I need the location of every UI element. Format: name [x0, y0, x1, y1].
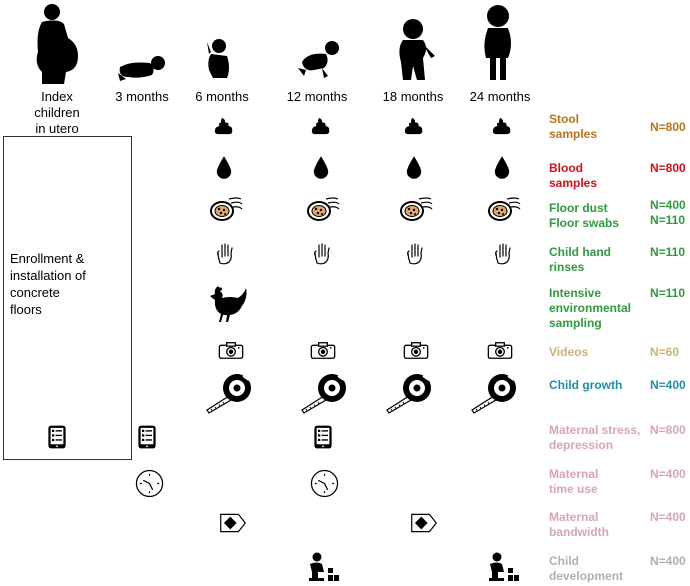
row-n-floor: N=400 N=110: [650, 198, 686, 227]
row-n-growth: N=400: [650, 378, 686, 392]
sponge-icon: [399, 195, 433, 223]
infant-lying-icon: [118, 56, 165, 81]
timepoint-in-utero: Index children in utero: [34, 89, 80, 136]
row-label-bandwidth: Maternal bandwidth: [549, 510, 609, 539]
row-n-maternal-stress: N=800: [650, 423, 686, 437]
tape-measure-icon: [300, 372, 348, 414]
camera-icon: [310, 341, 336, 360]
row-label-blood: Blood samples: [549, 161, 598, 190]
row-label-stool: Stool samples: [549, 112, 598, 141]
hand-icon: [312, 243, 332, 265]
row-n-time-use: N=400: [650, 467, 686, 481]
row-n-env-sampling: N=110: [650, 286, 686, 300]
blood-drop-icon: [215, 155, 233, 179]
tablet-icon: [313, 424, 333, 450]
row-n-hand-rinses: N=110: [650, 245, 686, 259]
row-n-blood: N=800: [650, 161, 686, 175]
chicken-icon: [208, 284, 248, 324]
camera-icon: [218, 341, 244, 360]
tag-icon: [219, 513, 247, 533]
stool-icon: [491, 117, 513, 135]
row-label-time-use: Maternal time use: [549, 467, 599, 496]
row-n-videos: N=60: [650, 345, 680, 359]
row-label-videos: Videos: [549, 345, 589, 359]
toddler-standing-icon: [484, 5, 511, 80]
row-n-bandwidth: N=400: [650, 510, 686, 524]
row-label-maternal-stress: Maternal stress, depression: [549, 423, 641, 452]
tape-measure-icon: [470, 372, 518, 414]
row-n-stool: N=800: [650, 120, 686, 134]
camera-icon: [487, 341, 513, 360]
toddler-walking-icon: [399, 19, 435, 80]
hand-icon: [493, 243, 513, 265]
sponge-icon: [209, 195, 243, 223]
tag-icon: [410, 513, 438, 533]
baby-sitting-icon: [207, 39, 229, 78]
clock-icon: [310, 469, 339, 498]
tape-measure-icon: [385, 372, 433, 414]
hand-icon: [405, 243, 425, 265]
row-label-env-sampling: Intensive environmental sampling: [549, 286, 632, 330]
row-label-floor: Floor dust Floor swabs: [549, 201, 620, 230]
stool-icon: [310, 117, 332, 135]
enrollment-label: Enrollment & installation of concrete fl…: [10, 251, 86, 317]
baby-crawling-icon: [298, 41, 339, 78]
clock-icon: [135, 469, 164, 498]
row-label-growth: Child growth: [549, 378, 623, 392]
timepoint-18-months: 18 months: [382, 89, 444, 104]
sponge-icon: [306, 195, 340, 223]
child-blocks-icon: [308, 552, 340, 582]
tablet-icon: [47, 424, 67, 450]
enrollment-box: [3, 136, 132, 460]
timepoint-6-months: 6 months: [195, 89, 249, 104]
tablet-icon: [137, 424, 157, 450]
camera-icon: [403, 341, 429, 360]
blood-drop-icon: [405, 155, 423, 179]
row-label-child-dev: Child development: [549, 554, 624, 583]
timepoint-3-months: 3 months: [115, 89, 169, 104]
timepoint-24-months: 24 months: [469, 89, 531, 104]
sponge-icon: [487, 195, 521, 223]
pregnant-woman-icon: [36, 4, 78, 84]
hand-icon: [215, 243, 235, 265]
stool-icon: [213, 117, 235, 135]
blood-drop-icon: [312, 155, 330, 179]
stool-icon: [403, 117, 425, 135]
row-label-hand-rinses: Child hand rinses: [549, 245, 611, 274]
tape-measure-icon: [205, 372, 253, 414]
blood-drop-icon: [493, 155, 511, 179]
row-n-child-dev: N=400: [650, 554, 686, 568]
timepoint-12-months: 12 months: [286, 89, 348, 104]
child-blocks-icon: [488, 552, 520, 582]
